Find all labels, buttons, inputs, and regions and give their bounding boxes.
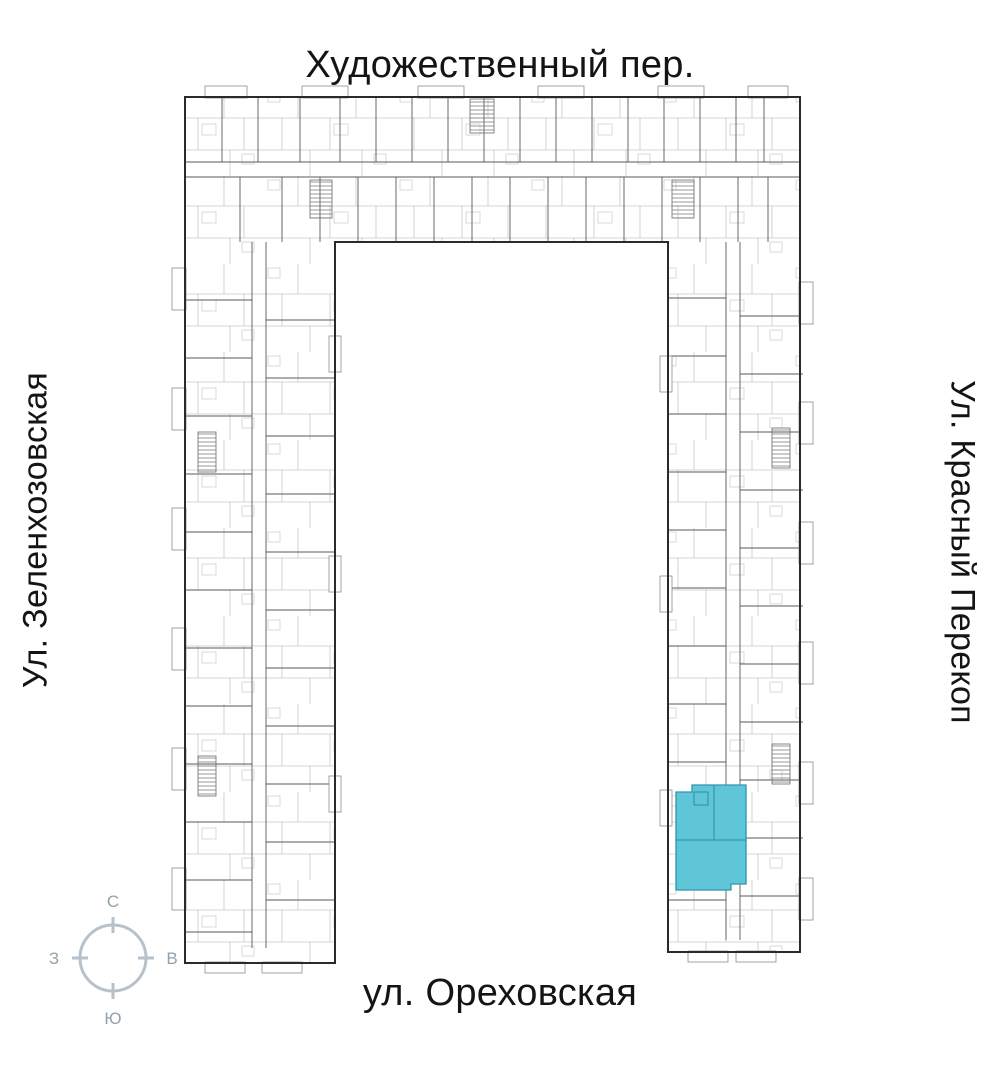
highlighted-apartment-group (675, 784, 747, 891)
compass-south-label: Ю (104, 1009, 121, 1028)
compass-ticks (72, 917, 154, 999)
highlighted-apartment[interactable] (675, 784, 747, 891)
stairwells (197, 98, 791, 797)
compass-west-label: З (49, 949, 59, 968)
compass-north-label: С (107, 892, 119, 911)
street-label-top: Художественный пер. (305, 44, 695, 86)
compass-rose: С Ю З В (38, 883, 188, 1033)
compass-circle (78, 923, 148, 993)
compass-east-label: В (166, 949, 177, 968)
building-outline (184, 96, 801, 964)
street-label-bottom: ул. Ореховская (362, 972, 638, 1014)
highlighted-apartment-room-lines (676, 785, 746, 841)
